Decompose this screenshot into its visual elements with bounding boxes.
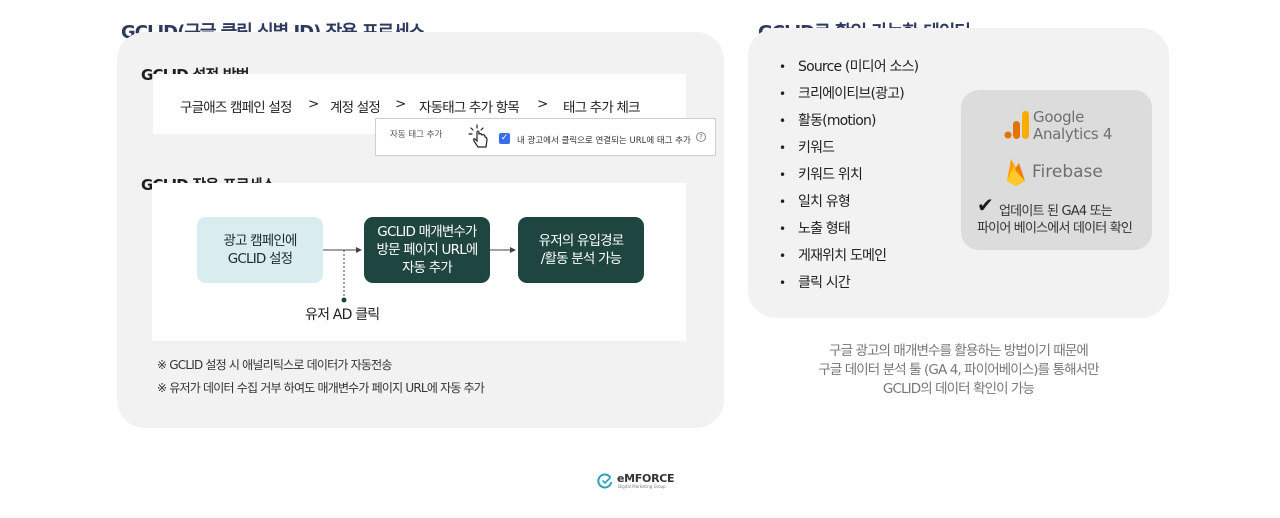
list-item: •노출 형태 — [779, 221, 851, 237]
list-item: •클릭 시간 — [779, 275, 851, 291]
list-item: •키워드 위치 — [779, 167, 863, 183]
step-tag-check: 태그 추가 체크 — [563, 100, 641, 116]
update-note: 업데이트 된 GA4 또는 파이어 베이스에서 데이터 확인 — [977, 204, 1133, 236]
list-item: •활동(motion) — [779, 113, 877, 129]
emforce-brand: eMFORCE — [617, 472, 675, 485]
right-caption: 구글 광고의 매개변수를 활용하는 방법이기 때문에 구글 데이터 분석 툴 (… — [818, 343, 1099, 397]
flow-step-analysis: 유저의 유입경로/활동 분석 가능 — [518, 217, 644, 283]
help-icon[interactable]: ? — [696, 132, 706, 142]
step-campaign-setup: 구글애즈 캠페인 설정 — [180, 100, 292, 116]
step-separator: > — [395, 96, 407, 112]
list-item: •키워드 — [779, 140, 835, 156]
emforce-tagline: Digital Marketing Group — [618, 484, 666, 489]
step-auto-tag-item: 자동태그 추가 항목 — [419, 100, 520, 116]
auto-tag-popup: 자동 태그 추가 ✓ 내 광고에서 클릭으로 연결되는 URL에 태그 추가 ? — [375, 118, 716, 156]
list-item: •크리에이티브(광고) — [779, 86, 905, 102]
pointer-hand-icon — [468, 124, 488, 148]
list-item: •게재위치 도메인 — [779, 248, 887, 264]
note-param-auto-add: ※ 유저가 데이터 수집 거부 하여도 매개변수가 페이지 URL에 자동 추가 — [157, 381, 485, 395]
emforce-logo: eMFORCE Digital Marketing Group — [597, 470, 675, 492]
user-ad-click-label: 유저 AD 클릭 — [305, 307, 380, 323]
auto-tag-checkbox-label: 내 광고에서 클릭으로 연결되는 URL에 태그 추가 — [517, 136, 691, 146]
auto-tag-checkbox[interactable]: ✓ — [499, 133, 510, 144]
checkmark-icon: ✔ — [977, 193, 994, 217]
step-account-setup: 계정 설정 — [330, 100, 381, 116]
firebase-logo — [1007, 159, 1025, 186]
google-analytics-name: Google Analytics 4 — [1033, 108, 1113, 143]
data-list: •Source (미디어 소스) •크리에이티브(광고) •활동(motion)… — [779, 58, 919, 301]
note-auto-transfer: ※ GCLID 설정 시 애널리틱스로 데이터가 자동전송 — [157, 358, 392, 372]
emforce-logo-mark — [597, 473, 612, 489]
step-separator: > — [537, 96, 549, 112]
list-item: •Source (미디어 소스) — [779, 59, 919, 75]
auto-tag-label: 자동 태그 추가 — [390, 130, 443, 140]
google-analytics-logo — [1004, 111, 1029, 139]
list-item: •일치 유형 — [779, 194, 851, 210]
step-separator: > — [308, 96, 320, 112]
analytics-tools-box: Google Analytics 4 Firebase ✔ 업데이트 된 GA4… — [961, 90, 1152, 250]
firebase-name: Firebase — [1032, 162, 1103, 182]
